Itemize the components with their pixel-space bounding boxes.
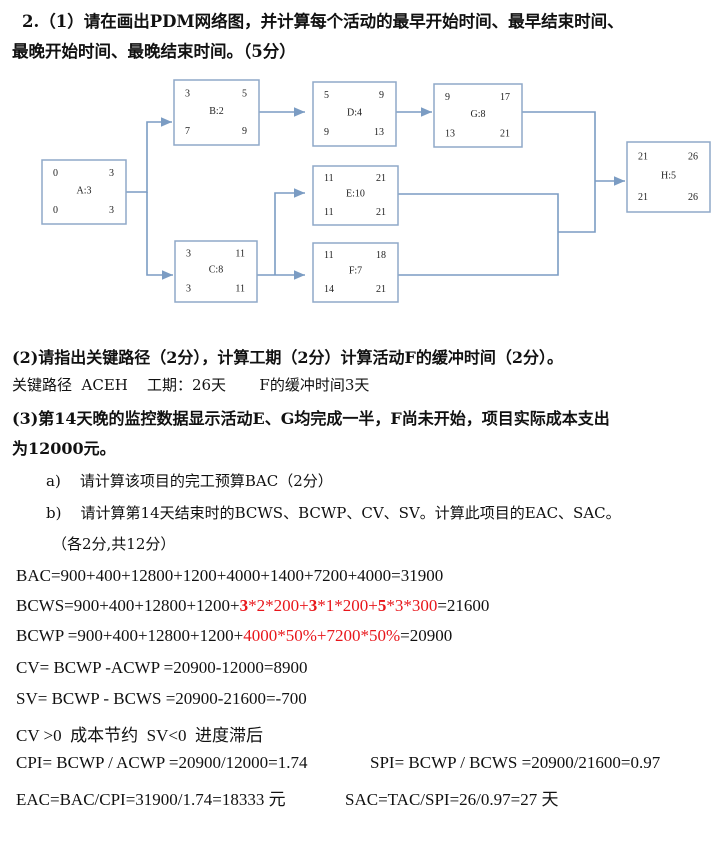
question-line1: 2.（1）请在画出PDM网络图，并计算每个活动的最早开始时间、最早结束时间、 bbox=[22, 12, 624, 31]
node-ef: 17 bbox=[500, 92, 510, 103]
bcwp-line: BCWP =900+400+12800+1200+4000*50%+7200*5… bbox=[16, 626, 452, 646]
node-ls: 9 bbox=[324, 127, 329, 138]
part3-question-a: a) 请计算该项目的完工预算BAC（2分） bbox=[46, 472, 333, 490]
node-ls: 11 bbox=[324, 207, 334, 218]
node-box bbox=[41, 159, 127, 225]
node-es: 21 bbox=[638, 152, 648, 163]
bcws-term: *2*200+ bbox=[248, 596, 309, 615]
bcws-result: =21600 bbox=[437, 596, 490, 615]
node-es: 11 bbox=[324, 173, 334, 184]
bac-line: BAC=900+400+12800+1200+4000+1400+7200+40… bbox=[16, 566, 444, 585]
node-box bbox=[173, 79, 260, 146]
node-es: 11 bbox=[324, 250, 334, 261]
part2-answer: 关键路径 ACEH 工期：26天 F的缓冲时间3天 bbox=[12, 376, 370, 394]
bcwp-prefix: BCWP =900+400+12800+1200+ bbox=[16, 626, 244, 645]
node-lf: 13 bbox=[374, 127, 384, 138]
node-es: 3 bbox=[185, 88, 190, 99]
bcws-prefix: BCWS=900+400+12800+1200+ bbox=[16, 596, 240, 615]
node-es: 0 bbox=[53, 168, 58, 179]
part2-question: (2)请指出关键路径（2分），计算工期（2分）计算活动F的缓冲时间（2分）。 bbox=[12, 348, 564, 367]
node-lf: 26 bbox=[688, 192, 698, 203]
node-ef: 21 bbox=[376, 173, 386, 184]
node-ls: 14 bbox=[324, 284, 334, 295]
node-label: C:8 bbox=[209, 265, 223, 276]
connectors bbox=[126, 107, 625, 280]
node-ls: 0 bbox=[53, 205, 58, 216]
bcws-term: *1*200+ bbox=[317, 596, 378, 615]
node-label: G:8 bbox=[471, 109, 486, 120]
node-box bbox=[174, 240, 258, 303]
part3-question-b: b) 请计算第14天结束时的BCWS、BCWP、CV、SV。计算此项目的EAC、… bbox=[46, 504, 621, 522]
eac-line: EAC=BAC/CPI=31900/1.74=18333 元 bbox=[16, 790, 286, 809]
cv-line: CV= BCWP -ACWP =20900-12000=8900 bbox=[16, 658, 308, 677]
status-line: CV >0 成本节约 SV<0 进度滞后 bbox=[16, 726, 263, 745]
part3-line2: 为12000元。 bbox=[12, 439, 116, 458]
node-box bbox=[312, 81, 397, 147]
bcws-term: 3 bbox=[308, 596, 318, 615]
node-lf: 11 bbox=[235, 284, 245, 295]
node-ls: 13 bbox=[445, 128, 455, 139]
node-es: 9 bbox=[445, 92, 450, 103]
sac-line: SAC=TAC/SPI=26/0.97=27 天 bbox=[345, 790, 559, 809]
node-box bbox=[312, 242, 399, 303]
node-ef: 9 bbox=[379, 90, 384, 101]
node-box bbox=[626, 141, 711, 213]
node-label: E:10 bbox=[346, 189, 365, 200]
node-lf: 21 bbox=[376, 284, 386, 295]
node-lf: 9 bbox=[242, 126, 247, 137]
node-ef: 26 bbox=[688, 152, 698, 163]
node-b: 3 5B:2 7 9 bbox=[173, 79, 260, 146]
node-ef: 18 bbox=[376, 250, 386, 261]
cpi-line: CPI= BCWP / ACWP =20900/12000=1.74 bbox=[16, 753, 308, 772]
bcwp-term: 4000*50%+7200*50% bbox=[243, 626, 401, 645]
node-box bbox=[433, 83, 523, 148]
node-ls: 3 bbox=[186, 284, 191, 295]
bcwp-result: =20900 bbox=[400, 626, 453, 645]
spi-line: SPI= BCWP / BCWS =20900/21600=0.97 bbox=[370, 753, 661, 772]
node-label: F:7 bbox=[349, 266, 362, 277]
bcws-term: *3*300 bbox=[386, 596, 438, 615]
node-ls: 21 bbox=[638, 192, 648, 203]
node-box bbox=[312, 165, 399, 226]
question-line2: 最晚开始时间、最晚结束时间。（5分） bbox=[12, 42, 296, 61]
node-label: D:4 bbox=[347, 107, 362, 118]
node-g: 9 17G:8 13 21 bbox=[433, 83, 523, 148]
part3-question-b-points: （各2分,共12分） bbox=[52, 535, 176, 553]
node-ef: 3 bbox=[109, 168, 114, 179]
node-lf: 21 bbox=[376, 207, 386, 218]
part3-line1: (3)第14天晚的监控数据显示活动E、G均完成一半，F尚未开始，项目实际成本支出 bbox=[12, 409, 610, 428]
bcws-term: 5 bbox=[377, 596, 387, 615]
node-label: B:2 bbox=[209, 106, 223, 117]
node-ef: 5 bbox=[242, 88, 247, 99]
bcws-line: BCWS=900+400+12800+1200+3*2*200+3*1*200+… bbox=[16, 596, 489, 616]
node-f: 11 18F:7 14 21 bbox=[312, 242, 399, 303]
node-label: A:3 bbox=[77, 185, 92, 196]
node-lf: 21 bbox=[500, 128, 510, 139]
node-es: 5 bbox=[324, 90, 329, 101]
node-ls: 7 bbox=[185, 126, 190, 137]
sv-line: SV= BCWP - BCWS =20900-21600=-700 bbox=[16, 689, 307, 708]
node-label: H:5 bbox=[661, 170, 676, 181]
bcws-term: 3 bbox=[239, 596, 249, 615]
node-ef: 11 bbox=[235, 248, 245, 259]
node-lf: 3 bbox=[109, 205, 114, 216]
node-es: 3 bbox=[186, 248, 191, 259]
